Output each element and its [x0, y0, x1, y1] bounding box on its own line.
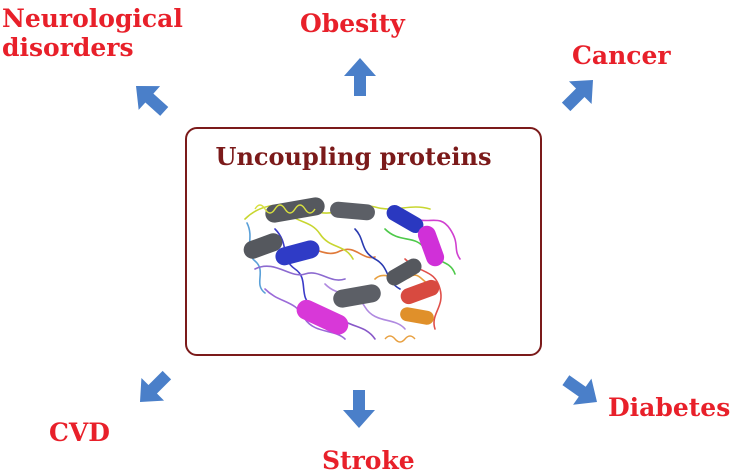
arrow-to-diabetes-icon [556, 367, 607, 416]
arrow-to-cancer-icon [554, 68, 605, 119]
arrow-to-cvd-icon [128, 363, 179, 414]
label-obesity: Obesity [300, 9, 405, 38]
label-cancer: Cancer [572, 41, 671, 70]
label-neurological-disorders: Neurological disorders [2, 4, 183, 62]
center-box: Uncoupling proteins [185, 127, 542, 356]
label-stroke: Stroke [322, 446, 415, 475]
arrow-to-neurological-icon [125, 74, 175, 124]
label-cvd: CVD [49, 418, 110, 447]
arrow-to-stroke-icon [343, 390, 375, 428]
label-diabetes: Diabetes [608, 393, 731, 422]
center-title: Uncoupling proteins [215, 142, 492, 171]
protein-structure-icon [243, 197, 461, 343]
label-neurological-line2: disorders [2, 33, 134, 62]
label-neurological-line1: Neurological [2, 4, 183, 33]
arrow-to-obesity-icon [344, 58, 376, 96]
